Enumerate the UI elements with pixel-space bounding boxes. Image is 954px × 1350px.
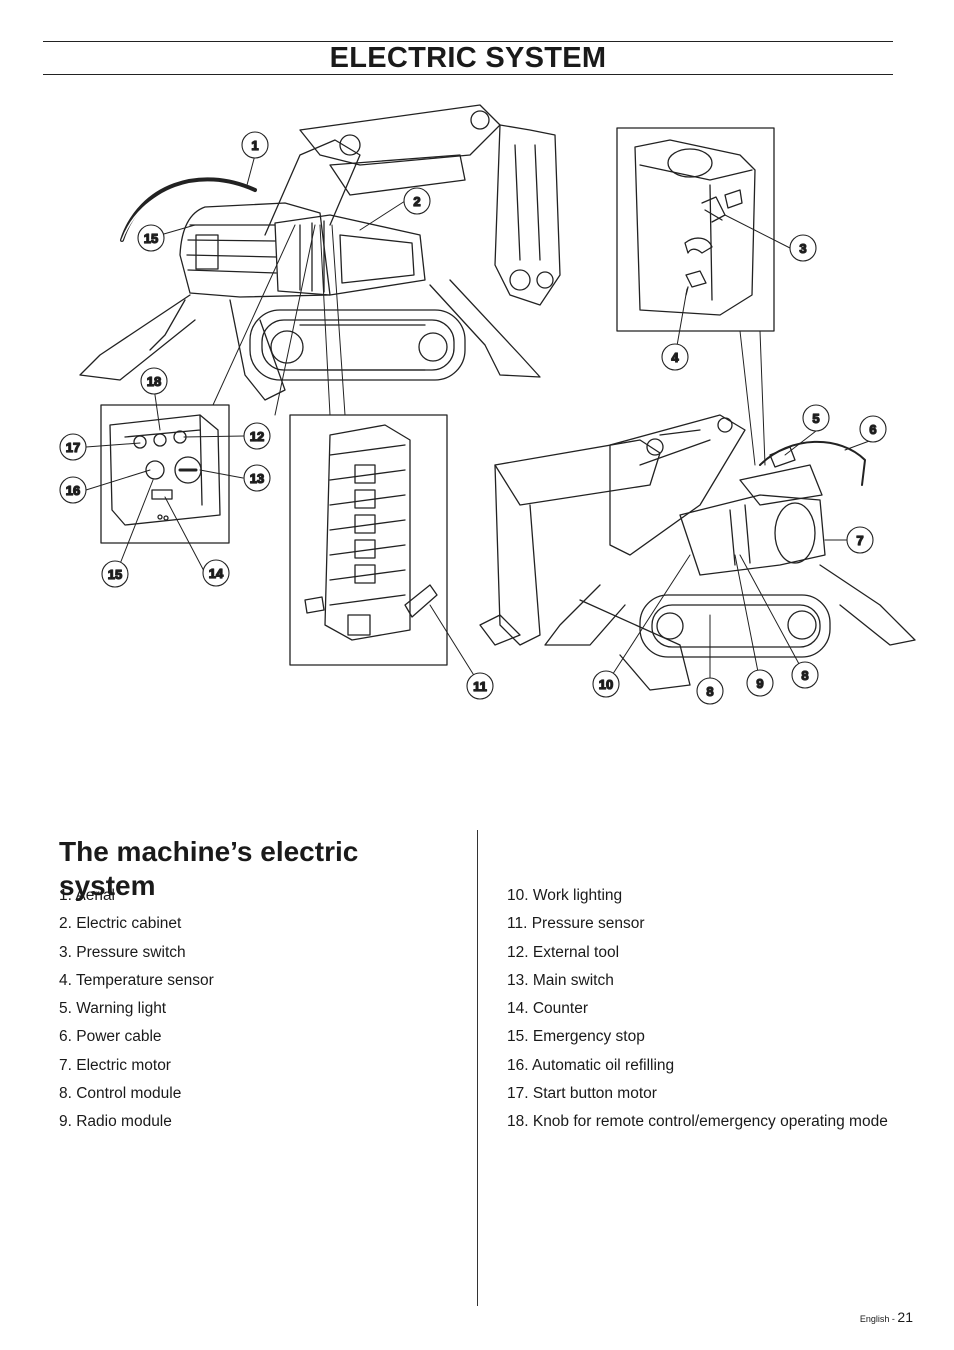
- callout-9: 9: [746, 669, 774, 697]
- callout-17: 17: [59, 433, 87, 461]
- electric-system-illustration: 1 2 3 4 5 6 7 8 8 9 10 11 12 13 14 15 15…: [0, 85, 954, 725]
- section-title: ELECTRIC SYSTEM: [329, 42, 607, 74]
- page-footer: English - 21: [860, 1309, 913, 1325]
- legend-item: 12. External tool: [507, 943, 620, 961]
- svg-text:15: 15: [144, 231, 158, 246]
- legend-item: 2. Electric cabinet: [59, 915, 182, 933]
- column-divider: [477, 830, 478, 1306]
- svg-text:18: 18: [147, 374, 161, 389]
- legend-list-right: 10. Work lighting 11. Pressure sensor 12…: [507, 885, 927, 1140]
- callout-4: 4: [661, 343, 689, 371]
- svg-text:12: 12: [250, 429, 264, 444]
- svg-text:10: 10: [599, 677, 613, 692]
- legend-item: 16. Automatic oil refilling: [507, 1056, 675, 1074]
- legend-item: 6. Power cable: [59, 1028, 162, 1046]
- callout-3: 3: [789, 234, 817, 262]
- legend-item: 3. Pressure switch: [59, 943, 186, 961]
- callout-7: 7: [846, 526, 874, 554]
- callout-5: 5: [802, 404, 830, 432]
- svg-text:11: 11: [473, 679, 487, 694]
- callout-11: 11: [466, 672, 494, 700]
- legend-item: 11. Pressure sensor: [507, 915, 645, 933]
- legend-item: 15. Emergency stop: [507, 1028, 645, 1046]
- svg-text:16: 16: [66, 483, 80, 498]
- valve-block-inset: [289, 414, 448, 666]
- svg-text:7: 7: [856, 533, 863, 548]
- legend-list-left: 1. Aerial 2. Electric cabinet 3. Pressur…: [59, 885, 459, 1140]
- callout-15b: 15: [101, 560, 129, 588]
- callout-18: 18: [140, 367, 168, 395]
- legend-item: 10. Work lighting: [507, 887, 623, 904]
- machine-main-drawing: [79, 104, 561, 401]
- callout-15a: 15: [137, 224, 165, 252]
- callout-12: 12: [243, 422, 271, 450]
- callout-8a: 8: [791, 661, 819, 689]
- svg-text:4: 4: [671, 350, 679, 365]
- footer-language: English -: [859, 1314, 898, 1324]
- legend-item: 9. Radio module: [59, 1113, 172, 1131]
- header-rule-top: [43, 41, 893, 42]
- callout-2: 2: [403, 187, 431, 215]
- main-heading: The machine’s electric system: [59, 836, 359, 902]
- callout-8b: 8: [696, 677, 724, 705]
- legend-item: 14. Counter: [507, 1000, 588, 1018]
- callout-13: 13: [243, 464, 271, 492]
- callout-6: 6: [859, 415, 887, 443]
- legend-item: 18. Knob for remote control/emergency op…: [507, 1113, 888, 1131]
- svg-text:2: 2: [413, 194, 420, 209]
- machine-secondary-drawing: [479, 414, 916, 691]
- svg-text:14: 14: [209, 566, 224, 581]
- legend-item: 5. Warning light: [59, 1000, 167, 1018]
- callout-14: 14: [202, 559, 230, 587]
- callout-10: 10: [592, 670, 620, 698]
- header-rule-bottom: [43, 74, 893, 75]
- control-panel-inset: [100, 404, 230, 544]
- legend-item: 1. Aerial: [59, 887, 116, 904]
- legend-item: 13. Main switch: [507, 971, 614, 989]
- svg-text:3: 3: [799, 241, 806, 256]
- legend-item: 4. Temperature sensor: [59, 971, 214, 989]
- svg-text:15: 15: [108, 567, 122, 582]
- svg-text:17: 17: [66, 440, 80, 455]
- legend-item: 8. Control module: [59, 1085, 182, 1103]
- legend-item: 7. Electric motor: [59, 1056, 171, 1074]
- svg-text:8: 8: [706, 684, 713, 699]
- svg-text:1: 1: [251, 138, 258, 153]
- legend-item: 17. Start button motor: [507, 1085, 657, 1103]
- callout-16: 16: [59, 476, 87, 504]
- page-number: 21: [897, 1309, 913, 1325]
- svg-text:5: 5: [812, 411, 819, 426]
- svg-text:9: 9: [756, 676, 763, 691]
- svg-text:8: 8: [801, 668, 808, 683]
- oil-tank-inset: [616, 127, 775, 332]
- svg-text:6: 6: [869, 422, 876, 437]
- svg-text:13: 13: [250, 471, 264, 486]
- callout-1: 1: [241, 131, 269, 159]
